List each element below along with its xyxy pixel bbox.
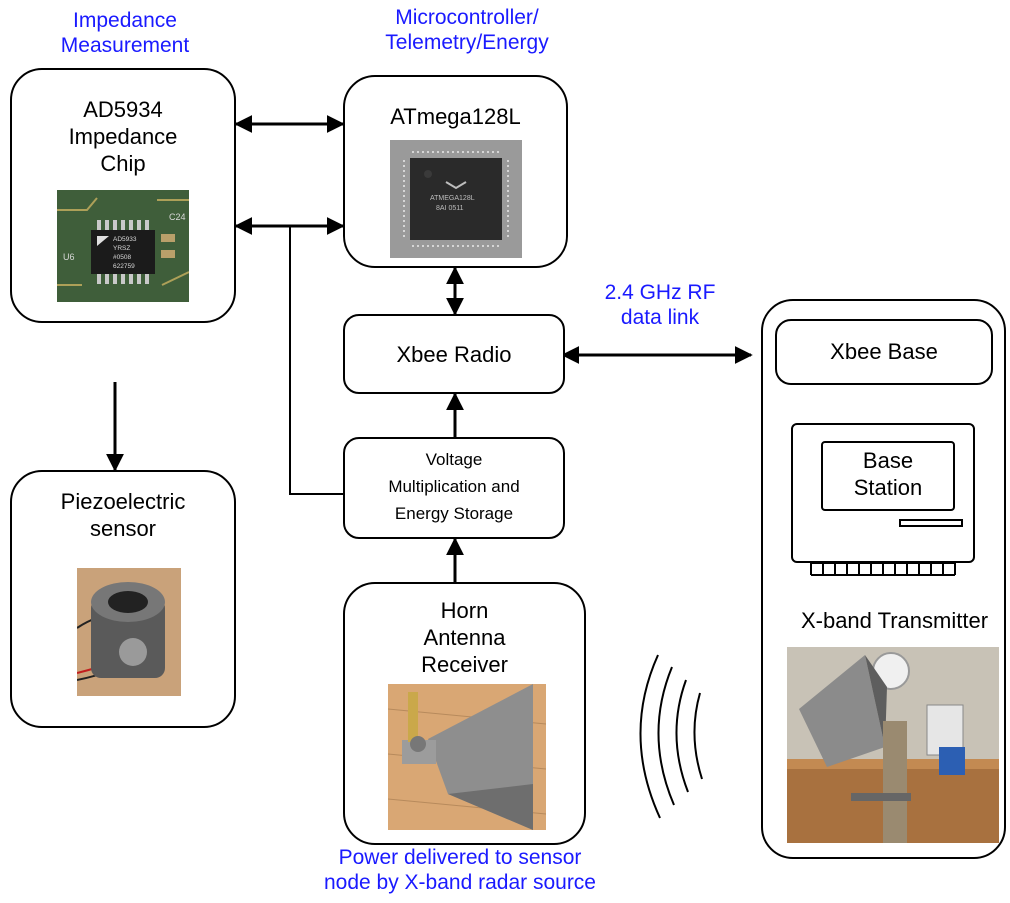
disk-slot [899,519,963,527]
xbee-base-box: Xbee Base [775,319,993,385]
xband-transmitter-photo [787,647,999,843]
atmega-box: ATmega128L ATMEGA128L 8AI 0511 [343,75,568,268]
atmega-label: ATmega128L [390,104,521,129]
computer-feet [810,562,956,576]
power-line-voltage-to-chips [289,226,346,495]
ad-chip-mark-3: #0508 [113,254,131,261]
ad5934-chip-photo: AD5933 YRSZ #0508 622759 C24 U6 [57,190,189,302]
atmel-chip-mark-1: ATMEGA128L [430,195,475,202]
pcb-mark-c24: C24 [169,212,186,222]
piezo-sensor-photo [77,568,181,696]
ad-chip-mark-4: 622759 [113,263,135,270]
caption-microcontroller: Microcontroller/Telemetry/Energy [385,6,549,54]
xbee-radio-label: Xbee Radio [396,342,512,367]
xbee-radio-box: Xbee Radio [343,314,565,394]
ad-chip-mark-1: AD5933 [113,236,137,243]
atmel-chip-mark-2: 8AI 0511 [436,205,464,212]
xbee-base-label: Xbee Base [830,339,938,364]
radio-waves [639,654,703,819]
atmega-chip-photo: ATMEGA128L 8AI 0511 [390,140,522,258]
ad-chip-mark-2: YRSZ [113,245,130,252]
horn-antenna-photo [388,684,546,830]
xband-transmitter-label: X-band Transmitter [800,608,989,633]
pcb-mark-u6: U6 [63,252,75,262]
